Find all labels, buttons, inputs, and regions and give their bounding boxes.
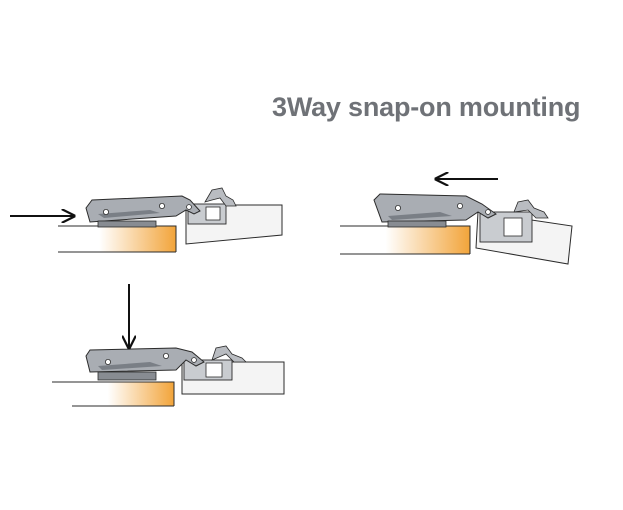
hinge-arm <box>373 193 497 228</box>
hinge-arm <box>85 195 201 228</box>
step-3-illustration <box>52 284 285 407</box>
door-panel <box>340 225 471 255</box>
mounting-plate <box>187 187 237 225</box>
door-panel <box>52 381 175 407</box>
page-title: 3Way snap-on mounting <box>272 92 581 122</box>
step-2-illustration <box>340 179 573 265</box>
mounting-plate <box>479 199 549 243</box>
door-panel <box>58 225 177 253</box>
step-1-illustration <box>10 187 283 253</box>
